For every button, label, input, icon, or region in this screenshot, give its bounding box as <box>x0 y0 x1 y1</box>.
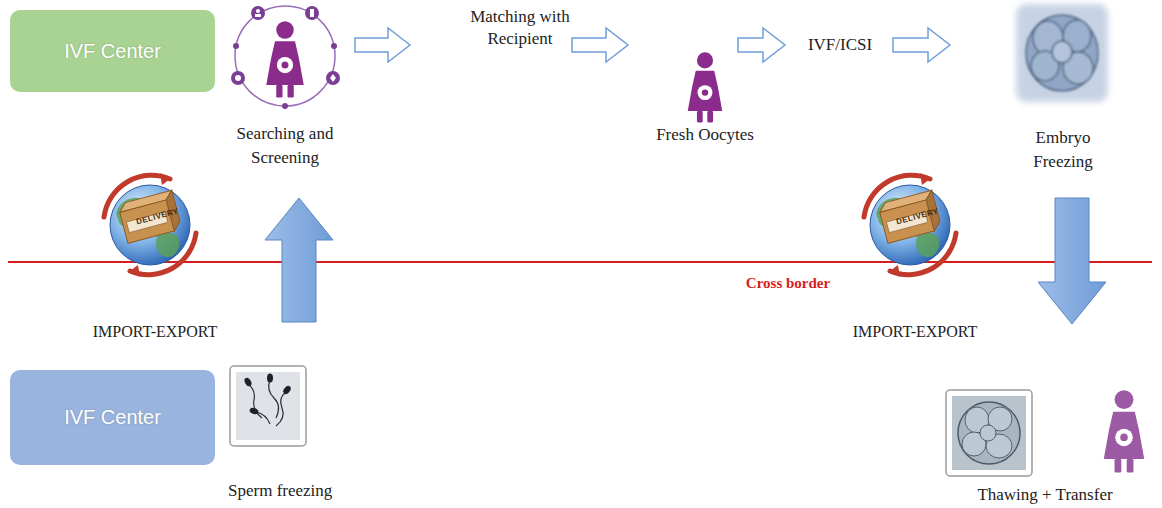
center-label: IVF Center <box>64 406 161 429</box>
embryo-image <box>1016 4 1108 102</box>
label-wrap: DELIVERY <box>125 204 190 230</box>
sperm-image <box>230 366 306 446</box>
down-arrow <box>1038 198 1106 324</box>
flow-arrows <box>355 28 950 62</box>
step-label: IMPORT-EXPORT <box>825 322 1005 342</box>
step-label: Sperm freezing <box>228 480 378 502</box>
label-wrap: Embryo Freezing <box>1013 126 1113 174</box>
step-label: IVF/ICSI <box>790 34 890 56</box>
donor-figure <box>688 52 723 122</box>
parcel-text: DELIVERY <box>125 204 190 230</box>
label-wrap: Thawing + Transfer <box>960 484 1130 506</box>
globe-icon <box>104 173 196 277</box>
parcel-text: DELIVERY <box>885 204 950 230</box>
label-wrap: Sperm freezing <box>228 480 378 502</box>
step-label: Fresh Oocytes <box>640 124 770 146</box>
label-wrap: IMPORT-EXPORT <box>65 322 245 342</box>
label-wrap: Matching with Recipient <box>465 6 575 50</box>
label-wrap: Cross border <box>728 274 848 293</box>
step-label: Matching with Recipient <box>465 6 575 50</box>
center-box: IVF Center <box>10 10 215 92</box>
step-label: IMPORT-EXPORT <box>65 322 245 342</box>
embryo-image <box>946 390 1032 476</box>
screening-icon <box>231 6 340 109</box>
recipient-figure <box>1104 390 1145 472</box>
step-label: Cross border <box>728 274 848 293</box>
label-wrap: Fresh Oocytes <box>640 124 770 146</box>
up-arrow <box>265 198 333 322</box>
label-wrap: DELIVERY <box>885 204 950 230</box>
center-box: IVF Center <box>10 370 215 465</box>
label-wrap: Searching and Screening <box>215 122 355 170</box>
globe-icon <box>864 173 956 277</box>
center-label: IVF Center <box>64 40 161 63</box>
label-wrap: IVF/ICSI <box>790 34 890 56</box>
step-label: Embryo Freezing <box>1013 126 1113 174</box>
step-label: Thawing + Transfer <box>960 484 1130 506</box>
label-wrap: IMPORT-EXPORT <box>825 322 1005 342</box>
step-label: Searching and Screening <box>215 122 355 170</box>
